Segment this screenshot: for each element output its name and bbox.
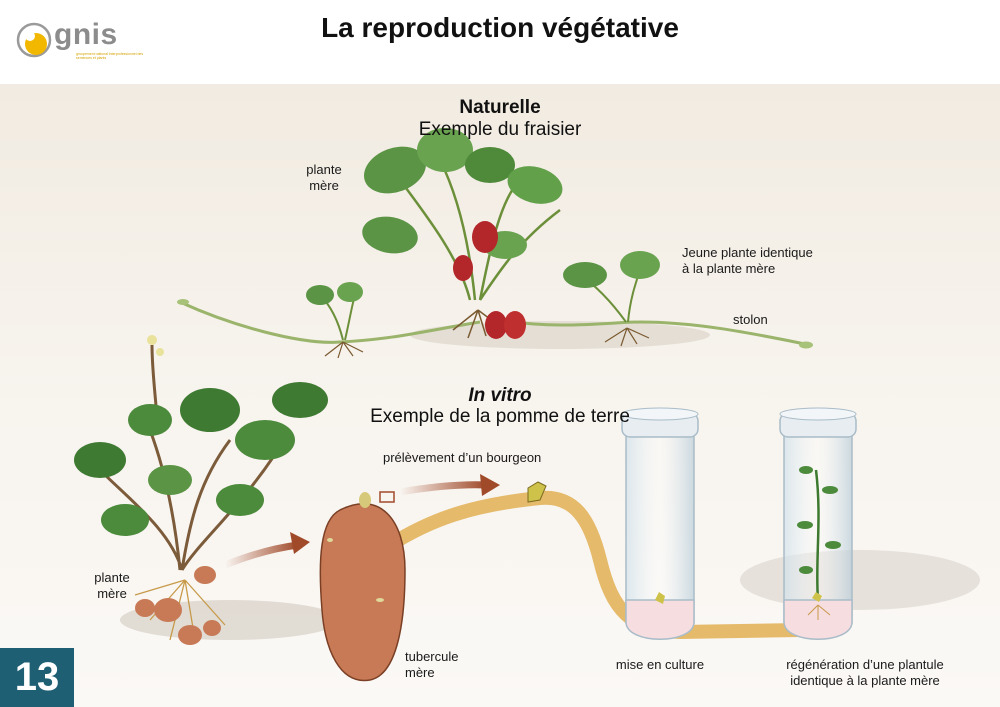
logo-mark-icon bbox=[16, 22, 52, 58]
arrow-tuber-to-bud bbox=[399, 481, 487, 496]
label-young-plant: Jeune plante identique à la plante mère bbox=[682, 245, 813, 276]
label-culture: mise en culture bbox=[615, 657, 705, 672]
page-title: La reproduction végétative bbox=[321, 12, 679, 43]
naturelle-subheading: Exemple du fraisier bbox=[418, 119, 582, 140]
logo-tagline: groupement national interprofessionnel d… bbox=[76, 52, 144, 60]
culture-track bbox=[383, 490, 822, 640]
bud-sample bbox=[527, 481, 547, 503]
stolon-tip-right bbox=[799, 341, 813, 349]
label-strawberry-mother: plante mère bbox=[306, 162, 342, 193]
naturelle-heading: Naturelle bbox=[459, 97, 541, 118]
in-vitro-heading: In vitro bbox=[468, 385, 532, 406]
test-tube-culture bbox=[621, 407, 699, 640]
potato-mother-plant bbox=[74, 335, 328, 645]
label-potato-mother: plante mère bbox=[94, 570, 130, 601]
strawberry-daughter-right bbox=[563, 251, 660, 347]
label-mother-tuber: tubercule mère bbox=[405, 649, 459, 680]
label-stolon: stolon bbox=[733, 312, 768, 327]
arrow-head-2 bbox=[480, 474, 500, 496]
arrow-plant-to-tuber bbox=[223, 541, 299, 569]
gnis-logo: gnis groupement national interprofession… bbox=[14, 12, 144, 72]
tube-shadow bbox=[740, 550, 980, 610]
test-tube-regeneration bbox=[779, 407, 857, 640]
label-regeneration: régénération d’une plantule identique à … bbox=[786, 657, 944, 688]
in-vitro-subheading: Exemple de la pomme de terre bbox=[370, 406, 630, 427]
stolon-right bbox=[499, 318, 811, 347]
strawberry-daughter-left bbox=[306, 282, 364, 359]
strawberry-shadow bbox=[410, 321, 710, 349]
strawberry-mother-plant bbox=[362, 128, 563, 339]
mother-tuber bbox=[319, 491, 406, 682]
page-number-badge: 13 bbox=[0, 648, 74, 707]
stolon-left bbox=[179, 300, 481, 344]
label-bud-sampling: prélèvement d’un bourgeon bbox=[383, 450, 542, 465]
arrow-head-1 bbox=[290, 532, 310, 554]
stolon-tip-left bbox=[177, 299, 189, 305]
header: gnis groupement national interprofession… bbox=[0, 0, 1000, 84]
logo-text: gnis bbox=[54, 18, 118, 51]
